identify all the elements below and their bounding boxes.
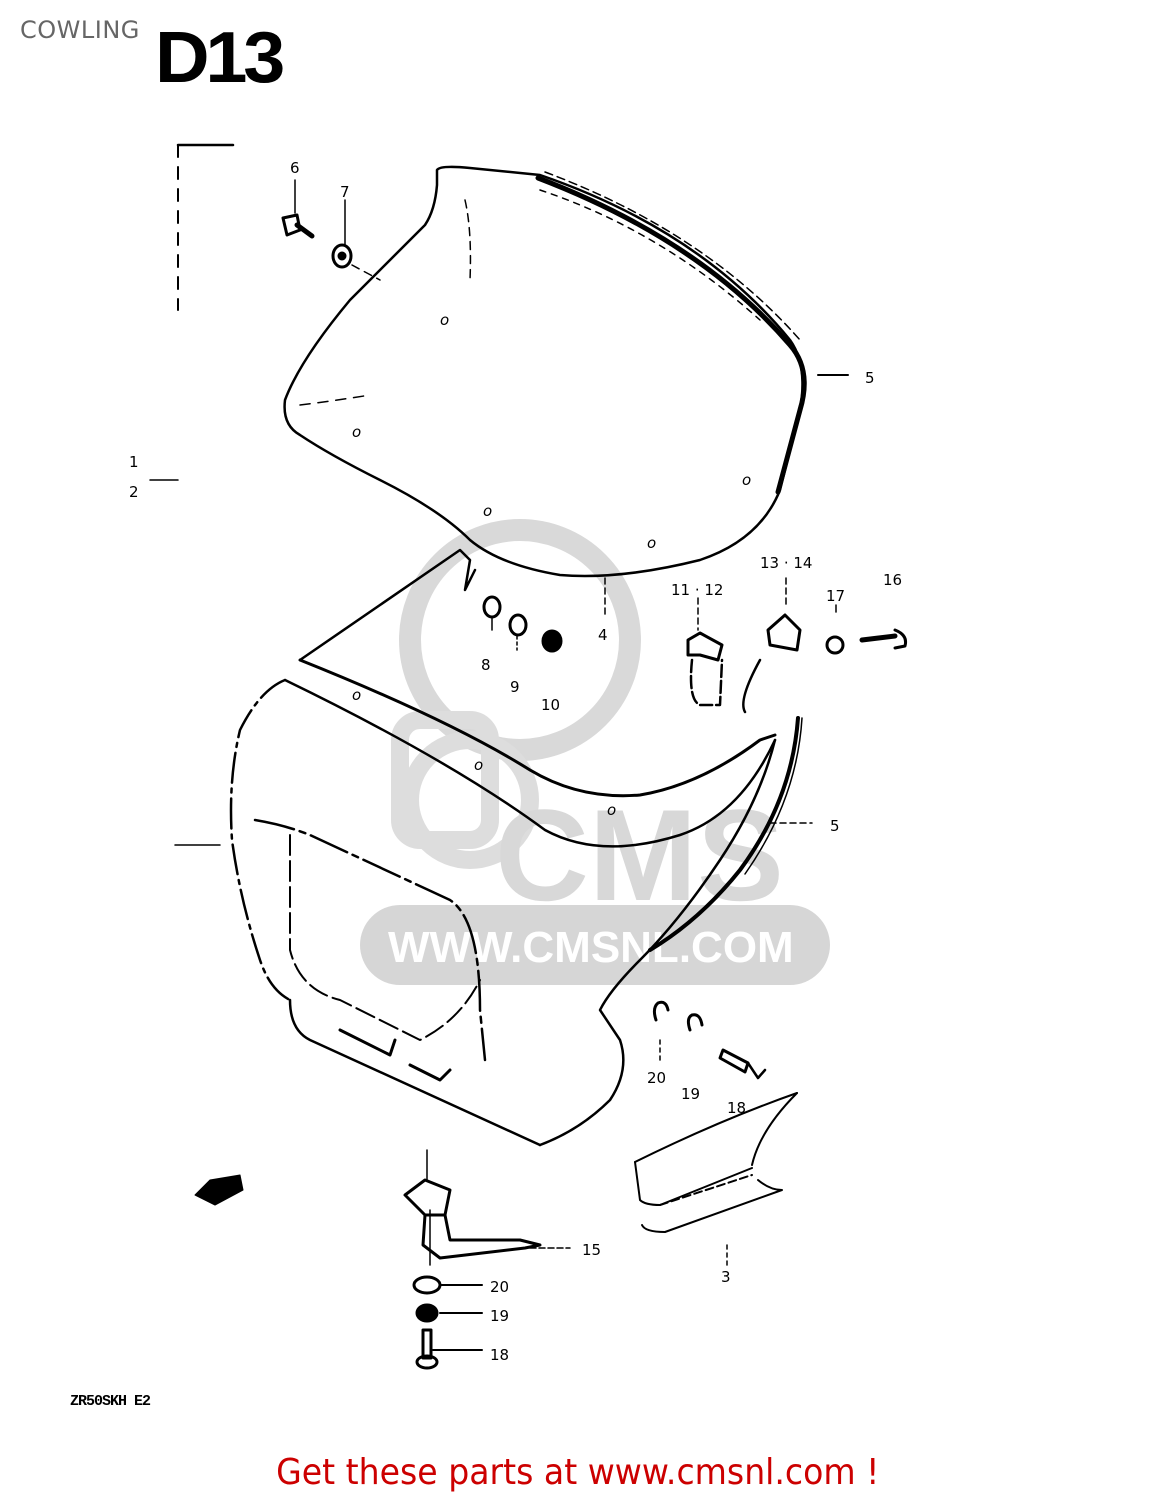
callout-8: 8 xyxy=(481,656,491,674)
svg-text:o: o xyxy=(352,686,361,704)
grommet-part-8 xyxy=(482,595,502,619)
callout-15: 15 xyxy=(582,1241,601,1259)
svg-text:o: o xyxy=(483,502,492,520)
callout-10: 10 xyxy=(541,696,560,714)
callout-9: 9 xyxy=(510,678,520,696)
washer-part-20 xyxy=(412,1275,442,1295)
nut-part-17 xyxy=(825,635,845,655)
bracket-part-15 xyxy=(403,1178,542,1260)
nut-part-7 xyxy=(331,243,353,269)
upper-cowl-part-1-2 xyxy=(229,548,777,1147)
bolt-part-16 xyxy=(859,628,907,650)
lock-washer-part-19 xyxy=(415,1303,439,1323)
svg-text:o: o xyxy=(742,471,751,489)
callout-13-14: 13 · 14 xyxy=(760,554,812,572)
svg-text:o: o xyxy=(474,756,483,774)
callout-3: 3 xyxy=(721,1268,731,1286)
washer-part-20-right xyxy=(652,1000,670,1022)
mirror-bracket-part-11-12 xyxy=(686,631,724,707)
callout-5-upper: 5 xyxy=(865,369,875,387)
svg-text:o: o xyxy=(352,423,361,441)
watermark-url-text: WWW.CMSNL.COM xyxy=(388,923,794,972)
cms-watermark: CMS WWW.CMSNL.COM xyxy=(360,519,830,985)
callout-1: 1 xyxy=(129,453,139,471)
callout-6: 6 xyxy=(290,159,300,177)
lock-washer-part-19-right xyxy=(686,1013,704,1032)
callout-20-right: 20 xyxy=(647,1069,666,1087)
callout-2: 2 xyxy=(129,483,139,501)
washer-part-9 xyxy=(508,613,528,637)
windscreen-part-4 xyxy=(283,165,804,578)
callout-20-bottom: 20 xyxy=(490,1278,509,1296)
callout-16: 16 xyxy=(883,571,902,589)
watermark-logo-text: CMS xyxy=(495,782,784,928)
diagram-code: D13 xyxy=(155,18,285,98)
get-parts-link-text[interactable]: Get these parts at www.cmsnl.com ! xyxy=(276,1452,880,1493)
callout-19-right: 19 xyxy=(681,1085,700,1103)
front-direction-arrow-icon xyxy=(194,1174,244,1206)
callout-17: 17 xyxy=(826,587,845,605)
svg-text:o: o xyxy=(440,311,449,329)
section-title: COWLING xyxy=(20,16,140,44)
edge-trim-part-5-lower xyxy=(648,716,803,952)
callout-7: 7 xyxy=(340,183,350,201)
under-cover-part-3 xyxy=(634,1092,798,1233)
get-parts-link[interactable]: Get these parts at www.cmsnl.com ! xyxy=(47,1452,1127,1493)
edge-trim-part-5-upper xyxy=(535,171,807,495)
bolt-part-18-right xyxy=(718,1048,767,1080)
bolt-part-6 xyxy=(281,213,315,239)
svg-text:o: o xyxy=(647,534,656,552)
callout-18-bottom: 18 xyxy=(490,1346,509,1364)
bolt-part-18 xyxy=(421,1328,433,1360)
callout-4: 4 xyxy=(598,626,608,644)
nut-part-10 xyxy=(541,629,563,653)
callout-18-right: 18 xyxy=(727,1099,746,1117)
callout-19-bottom: 19 xyxy=(490,1307,509,1325)
mirror-bracket-part-13-14 xyxy=(742,613,802,714)
svg-text:o: o xyxy=(607,801,616,819)
callout-5-lower: 5 xyxy=(830,817,840,835)
model-code: ZR50SKH E2 xyxy=(70,1393,151,1410)
callout-11-12: 11 · 12 xyxy=(671,581,723,599)
